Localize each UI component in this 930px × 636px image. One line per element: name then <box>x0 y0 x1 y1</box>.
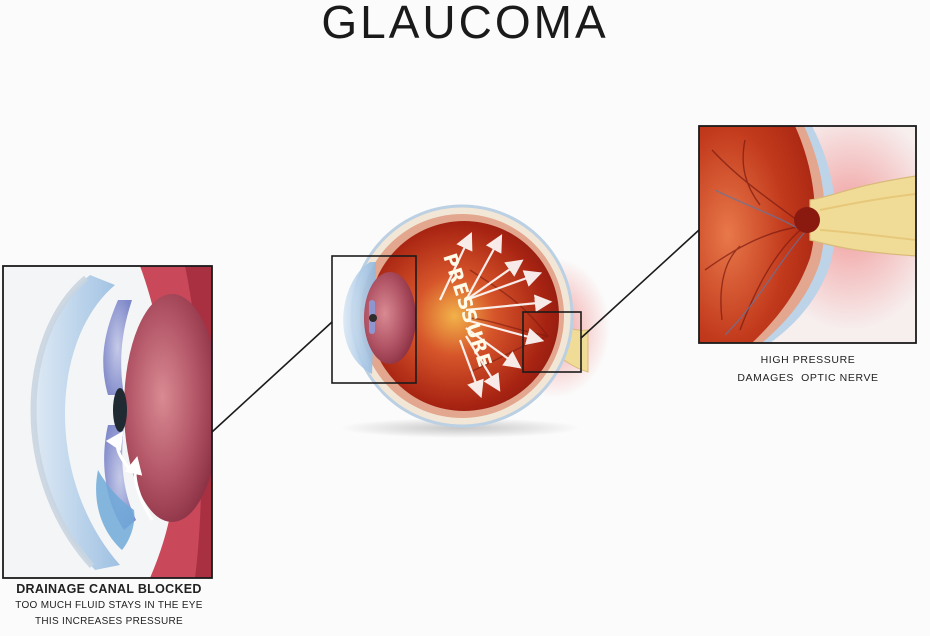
nerve-line-2: DAMAGES OPTIC NERVE <box>737 372 879 384</box>
drainage-detail-frame <box>2 265 213 579</box>
nerve-zoom-box <box>522 311 582 373</box>
cornea <box>343 262 376 374</box>
detail-pupil <box>113 388 127 432</box>
drainage-canal <box>96 470 135 550</box>
drainage-zoom-box <box>331 255 417 384</box>
flow-arrow-1 <box>124 456 154 521</box>
optic-nerve-detail-frame <box>698 125 917 344</box>
nerve-caption: HIGH PRESSURE DAMAGES OPTIC NERVE <box>700 351 916 387</box>
left-connector-line <box>211 321 333 433</box>
drainage-detail <box>3 266 212 578</box>
diagram-title: GLAUCOMA <box>321 0 609 48</box>
pupil <box>369 314 377 322</box>
detail-vessels <box>704 139 806 331</box>
detail-iris-upper <box>103 300 132 395</box>
detail-lens <box>124 294 212 522</box>
drainage-line-1: TOO MUCH FLUID STAYS IN THE EYE <box>15 600 203 611</box>
pressure-arrows <box>439 232 553 399</box>
detail-cornea <box>34 275 120 570</box>
detail-retina <box>699 126 815 343</box>
right-connector-line <box>580 229 700 339</box>
drainage-heading: DRAINAGE CANAL BLOCKED <box>16 582 202 596</box>
lens <box>364 272 416 364</box>
drainage-caption: DRAINAGE CANAL BLOCKED TOO MUCH FLUID ST… <box>0 580 218 630</box>
center-eyeball: PRESSURE <box>340 204 610 438</box>
flow-arrow-2 <box>105 431 132 471</box>
drainage-line-2: THIS INCREASES PRESSURE <box>34 616 184 627</box>
nerve-line-1: HIGH PRESSURE <box>760 354 856 366</box>
eye-shadow <box>340 418 580 438</box>
optic-disc <box>794 207 820 233</box>
optic-nerve-detail <box>699 126 916 343</box>
